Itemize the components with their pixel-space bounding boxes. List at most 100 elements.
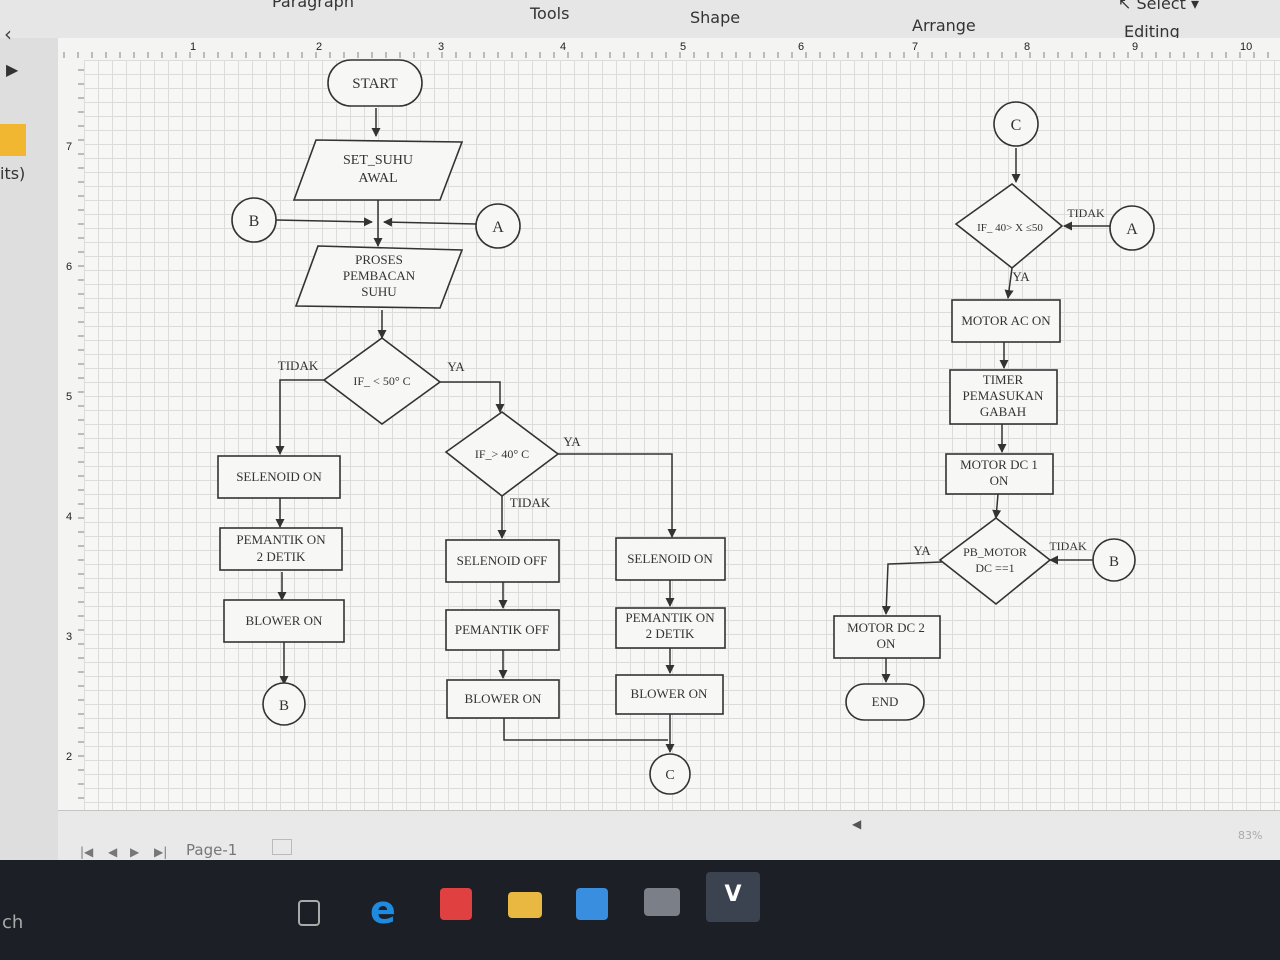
decision-4-line2: DC ==1 <box>975 561 1014 575</box>
edge-icon[interactable]: e <box>370 888 396 932</box>
page-prev-icon[interactable]: ◀ <box>108 845 118 859</box>
connector-a-left[interactable] <box>475 203 521 249</box>
expand-right-icon[interactable]: ▶ <box>6 60 19 79</box>
blower-on-middle-label: BLOWER ON <box>465 691 543 706</box>
ribbon-group-arrange[interactable]: Arrange <box>912 16 976 35</box>
flowline <box>383 217 477 227</box>
ruler-label: 9 <box>1132 41 1138 53</box>
ya-label-1: YA <box>447 359 465 374</box>
motor-dc2-line1: MOTOR DC 2 <box>847 620 925 635</box>
pemantik-off-label: PEMANTIK OFF <box>455 622 549 637</box>
proses-line3: SUHU <box>361 284 397 299</box>
motor-dc1-line1: MOTOR DC 1 <box>960 457 1038 472</box>
set-suhu-line1: SET_SUHU <box>343 153 413 168</box>
connector-a-right[interactable] <box>1109 205 1155 251</box>
motor-dc1-box[interactable] <box>945 453 1054 495</box>
visio-icon[interactable]: V <box>706 872 760 922</box>
pemantik-on-right-line1: PEMANTIK ON <box>625 610 715 625</box>
connector-b-left[interactable] <box>231 197 277 243</box>
ribbon-group-paragraph[interactable]: Paragraph <box>272 0 354 11</box>
ruler-label: 6 <box>66 261 72 273</box>
decision-3[interactable] <box>954 182 1064 270</box>
set-suhu-input[interactable] <box>292 139 464 201</box>
zoom-level[interactable]: 83% <box>1238 829 1263 842</box>
scroll-left-icon[interactable]: ◀ <box>852 817 862 831</box>
blower-on-right-label: BLOWER ON <box>631 686 709 701</box>
connector-b-label: B <box>249 213 260 230</box>
ribbon-group-editing[interactable]: Editing <box>1124 22 1180 41</box>
mail-icon[interactable] <box>644 888 680 916</box>
connector-b-bottom[interactable] <box>262 682 306 726</box>
pemantik-on-left-line2: 2 DETIK <box>257 549 306 564</box>
start-terminator[interactable] <box>327 59 423 107</box>
insert-page-icon[interactable] <box>272 839 292 855</box>
vertical-ruler <box>58 60 85 840</box>
selenoid-on-box-right[interactable] <box>615 537 726 581</box>
connector-c-bottom[interactable] <box>649 753 691 795</box>
decision-4[interactable] <box>938 516 1052 606</box>
shapes-panel: ‹ ▶ its) <box>0 22 59 860</box>
gift-app-icon[interactable] <box>440 888 472 920</box>
tidak-label-2: TIDAK <box>510 495 551 510</box>
motor-ac-on-label: MOTOR AC ON <box>961 313 1051 328</box>
page-last-icon[interactable]: ▶| <box>154 845 168 859</box>
pemantik-on-left-line1: PEMANTIK ON <box>236 532 326 547</box>
end-terminator[interactable] <box>845 683 925 721</box>
select-label: Select <box>1136 0 1186 13</box>
decision-4-line1: PB_MOTOR <box>963 545 1027 559</box>
ruler-label: 8 <box>1024 41 1030 53</box>
blower-on-box-left[interactable] <box>223 599 345 643</box>
connector-c-bottom-label: C <box>665 768 674 783</box>
pemantik-on-right-line2: 2 DETIK <box>646 626 695 641</box>
ruler-label: 2 <box>66 751 72 763</box>
selenoid-on-box-left[interactable] <box>217 455 341 499</box>
ruler-label: 1 <box>190 41 196 53</box>
ruler-label: 7 <box>912 41 918 53</box>
selenoid-off-label: SELENOID OFF <box>457 553 548 568</box>
decision-2[interactable] <box>444 411 560 498</box>
motor-ac-on-box[interactable] <box>951 299 1061 343</box>
page-first-icon[interactable]: |◀ <box>80 845 94 859</box>
timer-box[interactable] <box>949 369 1058 425</box>
connector-a-label: A <box>492 219 504 236</box>
pemantik-on-box-right[interactable] <box>615 607 726 649</box>
search-box-text[interactable]: ch <box>2 912 24 933</box>
ribbon-group-shape[interactable]: Shape <box>690 8 741 27</box>
timer-line1: TIMER <box>983 372 1024 387</box>
page-next-icon[interactable]: ▶ <box>130 845 140 859</box>
pemantik-off-box[interactable] <box>445 609 560 651</box>
stencil-tab[interactable] <box>0 124 26 156</box>
pemantik-on-box-left[interactable] <box>219 527 343 571</box>
select-arrow-icon: ↖ <box>1118 0 1137 13</box>
ruler-label: 3 <box>66 631 72 643</box>
ruler-label: 3 <box>438 41 444 53</box>
connector-b-bottom-label: B <box>279 698 289 714</box>
connector-c-top[interactable] <box>993 101 1039 147</box>
tidak-label-3: TIDAK <box>1067 206 1105 220</box>
flowline <box>1004 267 1014 299</box>
blower-on-box-right[interactable] <box>615 674 724 715</box>
proses-pembacan-input[interactable] <box>294 245 464 309</box>
decision-1[interactable] <box>322 337 442 425</box>
ruler-label: 6 <box>798 41 804 53</box>
select-button[interactable]: ↖ Select ▾ <box>1118 0 1199 13</box>
status-bar: |◀ ◀ ▶ ▶| Page-1 ◀ 83% <box>58 810 1280 861</box>
ruler-label: 2 <box>316 41 322 53</box>
task-view-icon[interactable] <box>298 900 320 926</box>
timer-line3: GABAH <box>980 404 1026 419</box>
ya-label-2: YA <box>563 434 581 449</box>
selenoid-off-box[interactable] <box>445 539 560 583</box>
motor-dc2-box[interactable] <box>833 615 941 659</box>
ya-label-4: YA <box>913 543 931 558</box>
blower-on-box-middle[interactable] <box>446 679 560 719</box>
ribbon-group-tools[interactable]: Tools <box>530 4 570 23</box>
decision-3-label: IF_ 40> X ≤50 <box>977 222 1043 234</box>
connector-b-right[interactable] <box>1092 538 1136 582</box>
file-explorer-icon[interactable] <box>508 892 542 918</box>
page-tab[interactable]: Page-1 <box>186 841 238 859</box>
store-icon[interactable] <box>576 888 608 920</box>
collapse-left-icon[interactable]: ‹ <box>4 22 12 46</box>
